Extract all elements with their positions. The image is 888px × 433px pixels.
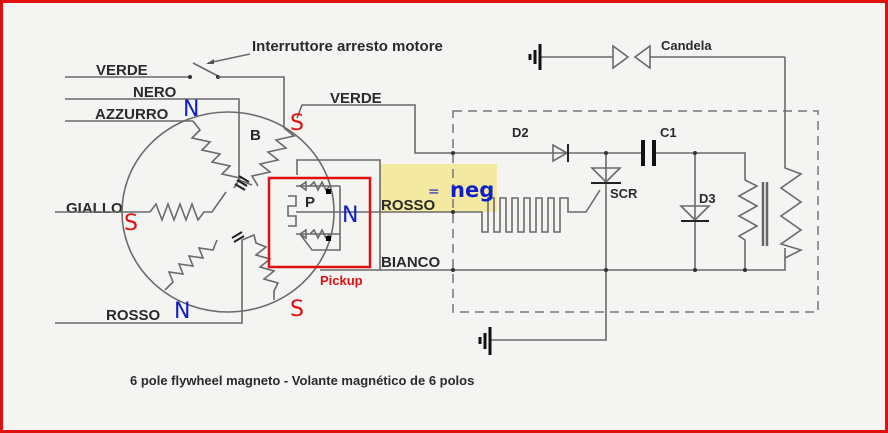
diode-d2: [552, 143, 569, 163]
pole-south: S: [290, 111, 304, 136]
pole-north: N: [174, 299, 190, 324]
rosso-highlight: [380, 164, 497, 212]
wire-label-nero: NERO: [133, 84, 177, 101]
scr-symbol: [590, 167, 622, 184]
spark-gap-icon: [612, 44, 651, 70]
coil-b: [250, 127, 296, 187]
ignition-coil-primary: [737, 179, 759, 270]
wire-nero: [65, 98, 253, 186]
switch-label: Interruttore arresto motore: [252, 38, 443, 55]
wire-label-rosso-left: ROSSO: [106, 307, 161, 324]
wire-rosso-left: [55, 302, 243, 324]
wire-label-azzurro: AZZURRO: [95, 106, 169, 123]
coil-label-p: P: [305, 194, 315, 211]
ignition-coil-core: [761, 182, 769, 246]
arrowhead-icon: [206, 59, 214, 64]
ground-icon: [478, 327, 492, 355]
ignition-coil-secondary: [779, 57, 804, 259]
pole-south: S: [124, 211, 138, 236]
label-scr: SCR: [610, 186, 638, 201]
wire-rosso-resistor: [380, 189, 601, 233]
core-mark: [231, 231, 245, 243]
coil-lower-right: [241, 233, 280, 302]
pole-south: S: [290, 297, 304, 322]
switch-blade: [192, 62, 219, 77]
coil-label-b: B: [250, 127, 261, 144]
wire-label-verde: VERDE: [96, 62, 148, 79]
core-mark: [234, 175, 250, 191]
wire-label-rosso-right: ROSSO: [381, 197, 436, 214]
pickup-label: Pickup: [320, 273, 363, 288]
wire-label-giallo: GIALLO: [66, 200, 123, 217]
pickup-frame-wire: [296, 159, 381, 271]
diagram-caption: 6 pole flywheel magneto - Volante magnét…: [130, 373, 474, 388]
switch-contact: [188, 75, 192, 79]
wire-to-coil-b: [218, 76, 285, 128]
capacitor-gap: [645, 150, 652, 156]
diode-d3: [679, 205, 711, 222]
pole-north: N: [183, 97, 199, 122]
label-d3: D3: [699, 191, 716, 206]
label-c1: C1: [660, 125, 677, 140]
capacitor-c1: [641, 140, 656, 166]
coil-azzurro: [190, 120, 242, 189]
wire-bianco: [380, 248, 786, 271]
wire-label-bianco: BIANCO: [381, 254, 440, 271]
pickup-marker: [326, 236, 331, 241]
coil-giallo: [149, 191, 227, 223]
equals-annotation: =: [428, 184, 440, 200]
pickup-marker: [326, 189, 331, 194]
switch-pointer-arrow: [207, 53, 251, 64]
label-d2: D2: [512, 125, 529, 140]
cdi-unit-box: [452, 110, 819, 313]
pickup-circuit: [287, 185, 380, 251]
pole-north: N: [342, 203, 358, 228]
pickup-highlight-box: [267, 176, 372, 269]
pickup-diodes: [298, 180, 331, 240]
neg-annotation: neg: [450, 178, 494, 202]
scr-wire: [490, 153, 607, 341]
wire-label-verde-right: VERDE: [330, 90, 382, 107]
label-candela: Candela: [661, 38, 712, 53]
coil-rosso: [164, 239, 218, 291]
wire-verde-right: [296, 104, 746, 180]
ground-icon: [528, 44, 542, 70]
junction-dots: [451, 151, 747, 272]
